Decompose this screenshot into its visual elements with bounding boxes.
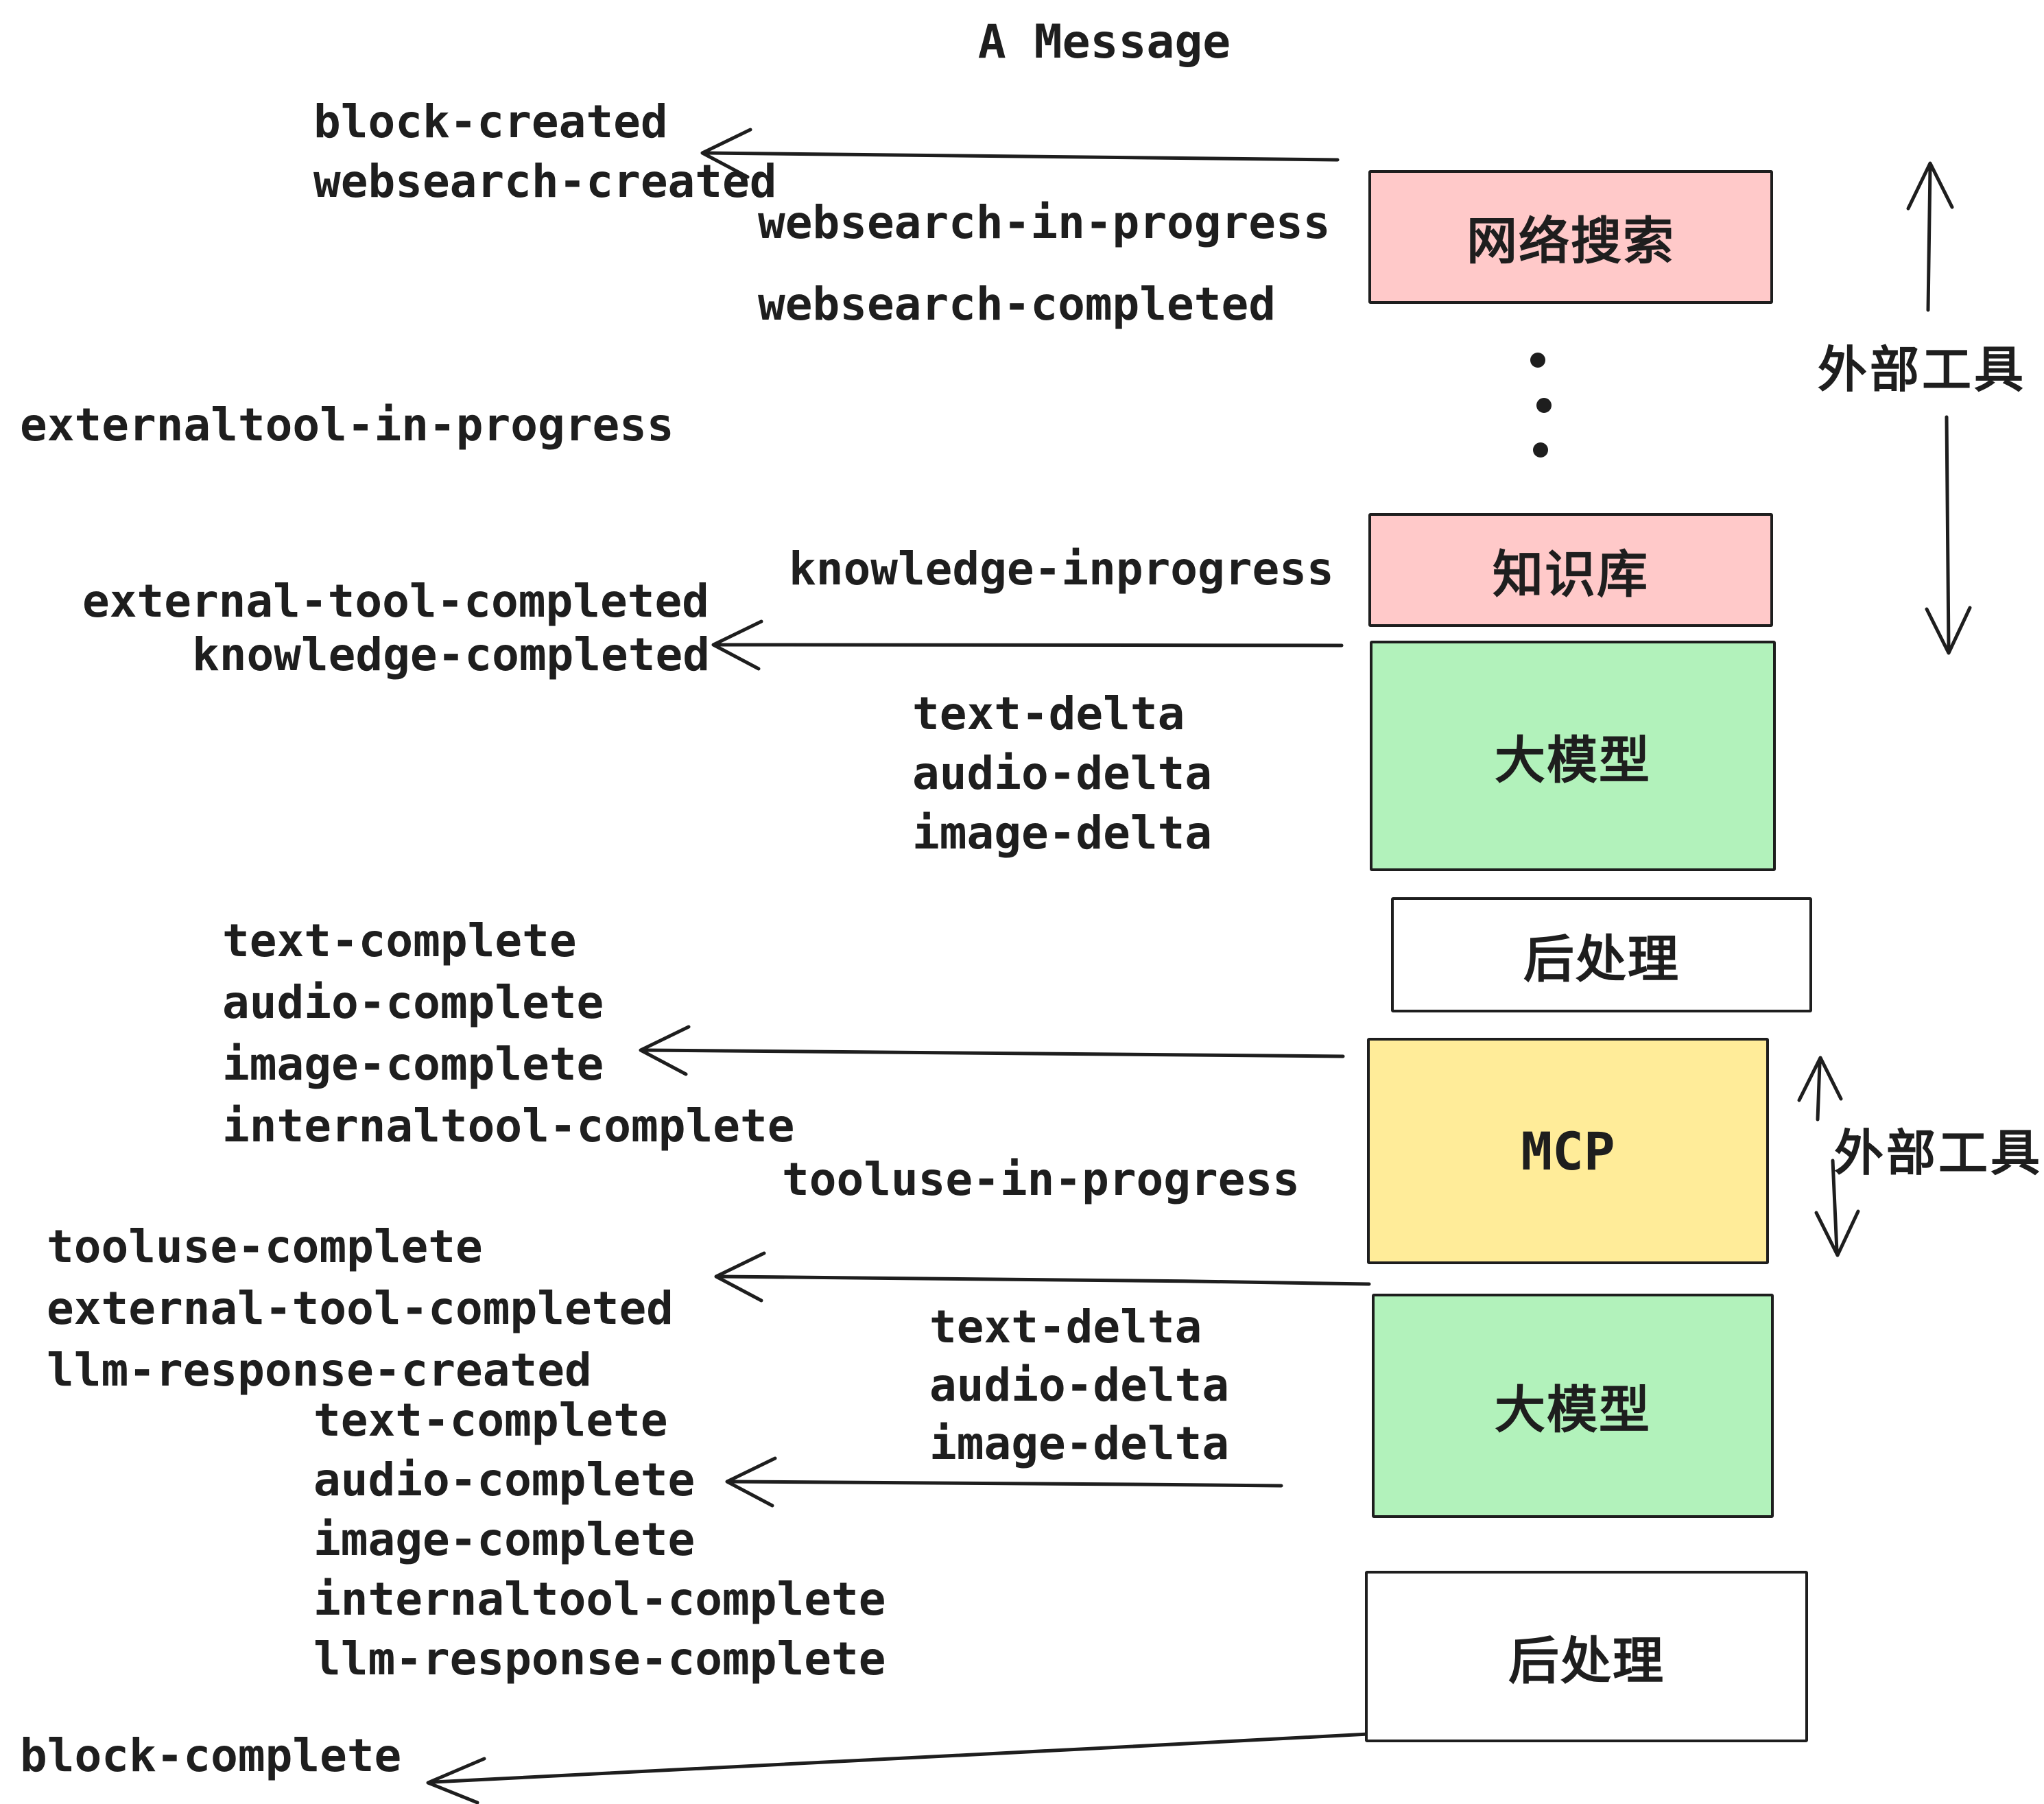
event-externaltool-in-progress: externaltool-in-progress	[20, 399, 674, 451]
event-external-tool-completed: external-tool-completed	[82, 575, 709, 628]
event-image-delta-2: image-delta	[929, 1417, 1230, 1470]
event-text-complete-2: text-complete	[313, 1394, 668, 1447]
node-knowledge-base: 知识库	[1368, 513, 1773, 627]
external-tools-label-mcp: 外部工具	[1834, 1124, 2043, 1182]
node-mcp-label: MCP	[1521, 1120, 1615, 1182]
event-audio-delta-2: audio-delta	[929, 1359, 1230, 1412]
event-image-complete-2: image-complete	[313, 1513, 696, 1566]
node-postprocess-1: 后处理	[1391, 897, 1812, 1012]
external-tools-up-arrow-icon	[1906, 161, 1954, 312]
page-title: A Message	[977, 15, 1231, 69]
event-websearch-created: websearch-created	[313, 155, 777, 208]
event-llm-response-complete: llm-response-complete	[313, 1633, 886, 1685]
event-internaltool-complete-2: internaltool-complete	[313, 1573, 886, 1626]
node-postprocess-2: 后处理	[1365, 1571, 1808, 1742]
arrow-to-external-tool-completed-icon	[714, 1251, 1371, 1303]
arrow-to-image-complete-icon	[639, 1025, 1345, 1076]
ellipsis-dots-icon	[1530, 353, 1552, 458]
node-llm-2-label: 大模型	[1495, 1381, 1651, 1440]
arrow-to-block-complete-icon	[426, 1732, 1370, 1804]
event-websearch-in-progress: websearch-in-progress	[758, 196, 1331, 249]
event-internaltool-complete: internaltool-complete	[222, 1100, 795, 1152]
node-websearch-label: 网络搜索	[1466, 212, 1675, 271]
node-mcp: MCP	[1367, 1038, 1769, 1264]
event-text-delta: text-delta	[912, 687, 1185, 740]
event-text-complete: text-complete	[222, 914, 577, 967]
event-block-created: block-created	[313, 95, 668, 148]
event-tooluse-in-progress: tooluse-in-progress	[782, 1153, 1300, 1206]
event-knowledge-inprogress: knowledge-inprogress	[789, 543, 1334, 595]
arrow-to-knowledge-completed-icon	[711, 619, 1344, 671]
node-postprocess-1-label: 后处理	[1523, 929, 1680, 989]
node-knowledge-base-label: 知识库	[1493, 545, 1649, 604]
node-llm-2: 大模型	[1372, 1294, 1774, 1518]
event-llm-response-created: llm-response-created	[47, 1344, 592, 1397]
event-block-complete: block-complete	[20, 1729, 402, 1782]
arrow-to-websearch-created-icon	[700, 128, 1340, 179]
event-audio-complete: audio-complete	[222, 976, 604, 1029]
node-postprocess-2-label: 后处理	[1508, 1631, 1665, 1691]
event-tooluse-complete: tooluse-complete	[47, 1220, 483, 1273]
event-text-delta-2: text-delta	[929, 1301, 1202, 1353]
event-image-complete: image-complete	[222, 1038, 604, 1091]
event-audio-delta: audio-delta	[912, 747, 1213, 800]
event-websearch-completed: websearch-completed	[758, 278, 1276, 331]
mcp-external-tools-up-arrow-icon	[1797, 1056, 1843, 1121]
event-image-delta: image-delta	[912, 807, 1213, 859]
node-websearch: 网络搜索	[1368, 170, 1773, 304]
external-tools-down-arrow-icon	[1925, 415, 1972, 655]
event-external-tool-completed-2: external-tool-completed	[47, 1282, 674, 1335]
event-knowledge-completed: knowledge-completed	[192, 628, 710, 681]
node-llm-1-label: 大模型	[1495, 731, 1651, 790]
node-llm-1: 大模型	[1370, 641, 1776, 871]
event-audio-complete-2: audio-complete	[313, 1453, 696, 1506]
external-tools-label-top: 外部工具	[1818, 341, 2027, 399]
